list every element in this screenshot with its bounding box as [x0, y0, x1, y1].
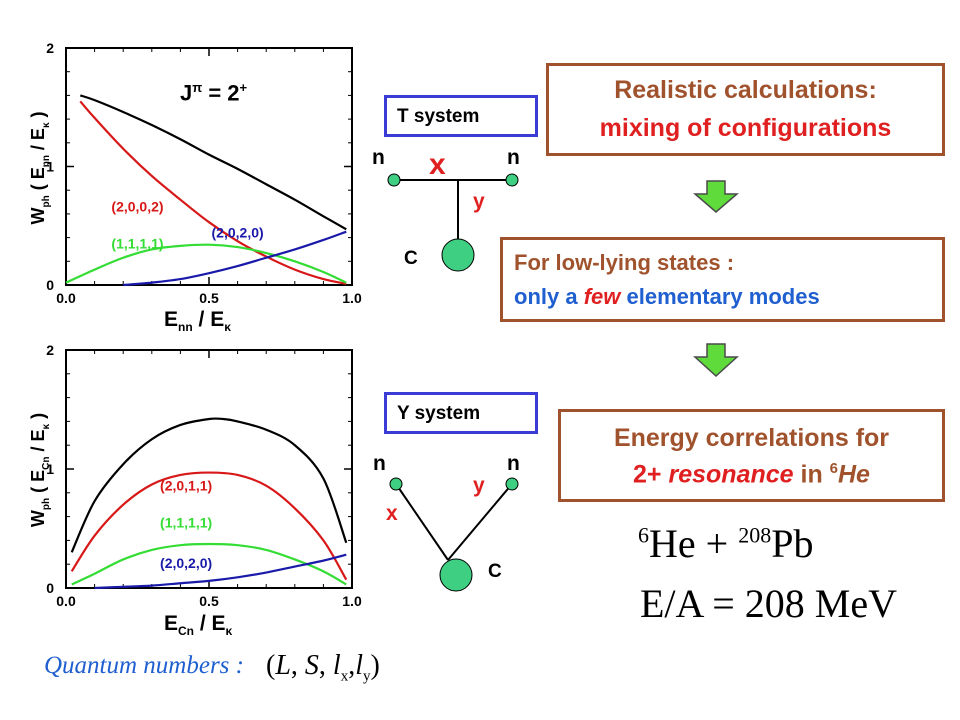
series-line-green	[65, 243, 347, 284]
y-tick-label: 0	[46, 580, 54, 596]
realistic-calculations-box: Realistic calculations: mixing of config…	[546, 63, 945, 156]
x-tick-label: 0.5	[199, 593, 219, 609]
chart-bottom: 0.0 0.5 1.0 0 1 2 (2,0,1,1) (1,1,1,1) (2,0,2,0)	[46, 342, 362, 609]
x-tick-label: 0.0	[56, 290, 76, 306]
y-left-bond	[395, 483, 449, 561]
chart-top-xlabel: Enn / Eκ	[164, 308, 231, 335]
x-tick-label: 0.0	[56, 593, 76, 609]
t-neutron-right-node	[505, 173, 519, 187]
x-tick-label: 1.0	[342, 593, 362, 609]
series-line-black	[70, 417, 348, 553]
y-core-label: C	[488, 561, 502, 582]
series-line-green	[71, 542, 347, 586]
series-annotation-blue: (2,0,2,0)	[160, 555, 212, 571]
t-system-diagram	[387, 173, 519, 272]
chart-top-ylabel: Wph ( Enn / Eκ )	[28, 111, 52, 225]
title-sup-plus: +	[239, 80, 248, 95]
series-line-red	[70, 471, 348, 581]
y-tick-label: 2	[46, 40, 54, 56]
series-annotation-red: (2,0,0,2)	[111, 199, 163, 215]
down-arrow-icon	[692, 180, 740, 213]
realistic-line1: Realistic calculations:	[614, 76, 877, 104]
reaction-formula: 6He + 208Pb	[638, 521, 814, 566]
plot-frame	[65, 349, 353, 589]
low-lying-states-box: For low-lying states : only a few elemen…	[500, 237, 945, 322]
title-mid: = 2	[202, 80, 240, 106]
series-annotation-blue: (2,0,2,0)	[212, 225, 264, 241]
y-tick-label: 1	[46, 461, 54, 477]
series-line-blue	[94, 553, 347, 590]
series-annotation-green: (1,1,1,1)	[111, 235, 163, 251]
y-right-bond	[447, 483, 513, 561]
y-tick-label: 0	[46, 277, 54, 293]
t-x-label: x	[429, 148, 446, 181]
down-arrow-icon	[693, 343, 739, 378]
series-annotation-red: (2,0,1,1)	[160, 477, 212, 493]
quantum-numbers-tuple: (L, S, lx,ly)	[266, 650, 380, 685]
chart-bottom-xlabel: ECn / Eκ	[164, 612, 233, 639]
y-y-label: y	[473, 474, 485, 497]
t-system-label-box: T system	[384, 95, 538, 137]
energy-correlations-box: Energy correlations for 2+ resonance in …	[558, 409, 945, 502]
lowlying-line2: only a few elementary modes	[514, 284, 820, 309]
t-neutron-left-node	[387, 173, 401, 187]
y-neutron-right-label: n	[507, 452, 520, 475]
quantum-numbers-label: Quantum numbers :	[44, 652, 244, 679]
y-x-label: x	[386, 502, 398, 525]
title-base: J	[180, 80, 193, 106]
title-sup-pi: π	[192, 80, 203, 95]
energy-line2: 2+ resonance in 6He	[633, 460, 870, 489]
y-system-diagram	[389, 477, 519, 592]
t-neutron-right-label: n	[507, 146, 520, 169]
series-annotation-green: (1,1,1,1)	[160, 514, 212, 530]
chart-bottom-ylabel: Wph ( ECn / Eκ )	[28, 412, 52, 528]
t-neutron-left-label: n	[372, 146, 385, 169]
x-tick-label: 1.0	[342, 290, 362, 306]
y-system-label: Y system	[397, 403, 481, 424]
t-y-label: y	[473, 190, 485, 213]
energy-line1: Energy correlations for	[613, 424, 890, 452]
y-tick-label: 1	[46, 159, 54, 175]
chart-top-title: Jπ = 2+	[180, 80, 247, 106]
y-neutron-left-node	[389, 477, 403, 491]
t-core-label: C	[404, 248, 418, 269]
x-tick-label: 0.5	[199, 290, 219, 306]
y-neutron-right-node	[505, 477, 519, 491]
few-emphasis: few	[583, 284, 621, 309]
t-system-label: T system	[397, 106, 480, 127]
lowlying-line1: For low-lying states :	[514, 250, 735, 275]
realistic-line2: mixing of configurations	[599, 114, 892, 142]
y-system-label-box: Y system	[384, 392, 538, 434]
chart-top: 0.0 0.5 1.0 0 1 2 (2,0,0,2) (1,1,1,1) (2,0,2,0)	[46, 40, 362, 306]
t-core-node	[441, 238, 475, 272]
y-core-node	[439, 558, 473, 592]
series-line-black	[79, 94, 347, 231]
y-tick-label: 2	[46, 342, 54, 358]
y-neutron-left-label: n	[373, 452, 386, 475]
series-line-red	[79, 100, 347, 285]
series-line-blue	[123, 230, 347, 287]
beam-energy: E/A = 208 MeV	[640, 581, 897, 626]
